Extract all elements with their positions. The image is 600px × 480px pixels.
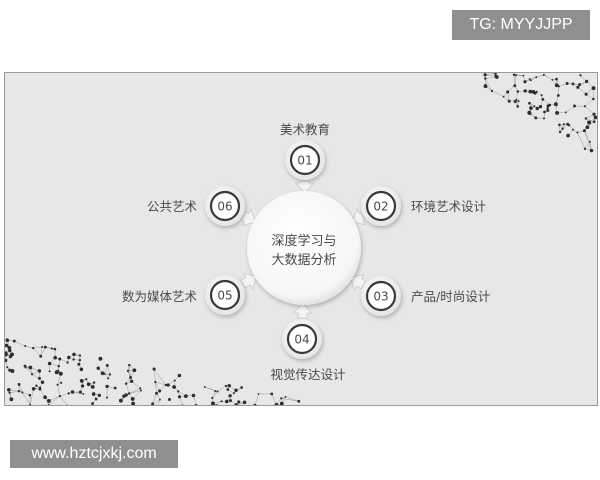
arrow-04 xyxy=(292,302,313,319)
node-number: 03 xyxy=(373,290,388,304)
node-label-02: 环境艺术设计 xyxy=(411,199,486,214)
node-label-01: 美术教育 xyxy=(280,122,330,137)
arrow-03 xyxy=(350,274,367,291)
node-number: 06 xyxy=(217,200,232,214)
node-number: 02 xyxy=(373,200,388,214)
arrow-02 xyxy=(351,208,367,226)
network-decoration-top-right xyxy=(483,73,597,153)
node-label-06: 公共艺术 xyxy=(147,199,198,214)
watermark-bottom-left: www.hztcjxkj.com xyxy=(10,440,178,468)
arrows xyxy=(240,180,367,319)
arrow-06 xyxy=(240,208,256,227)
node-number: 01 xyxy=(297,154,312,168)
node-02: 02 xyxy=(361,186,401,226)
node-label-03: 产品/时尚设计 xyxy=(411,289,490,304)
node-number: 04 xyxy=(294,333,309,347)
slide: 深度学习与 大数据分析 01 美术教育 02 环境艺术设计 03 产品/时尚设计… xyxy=(4,72,598,406)
center-label-line2: 大数据分析 xyxy=(271,253,336,268)
arrow-05 xyxy=(240,272,258,290)
diagram-canvas: 深度学习与 大数据分析 01 美术教育 02 环境艺术设计 03 产品/时尚设计… xyxy=(5,73,597,405)
node-number: 05 xyxy=(217,289,232,303)
node-05: 05 xyxy=(205,275,245,315)
watermark-top-right: TG: MYYJJPP xyxy=(452,10,590,40)
node-label-04: 视觉传达设计 xyxy=(270,367,345,382)
network-decoration-bottom-left xyxy=(5,338,301,405)
center-circle xyxy=(247,191,361,305)
node-04: 04 xyxy=(282,319,322,359)
arrow-01 xyxy=(294,180,315,194)
center-label-line1: 深度学习与 xyxy=(271,233,336,249)
node-01: 01 xyxy=(285,140,325,180)
node-06: 06 xyxy=(205,186,245,226)
node-03: 03 xyxy=(361,276,401,316)
node-label-05: 数为媒体艺术 xyxy=(122,289,198,304)
